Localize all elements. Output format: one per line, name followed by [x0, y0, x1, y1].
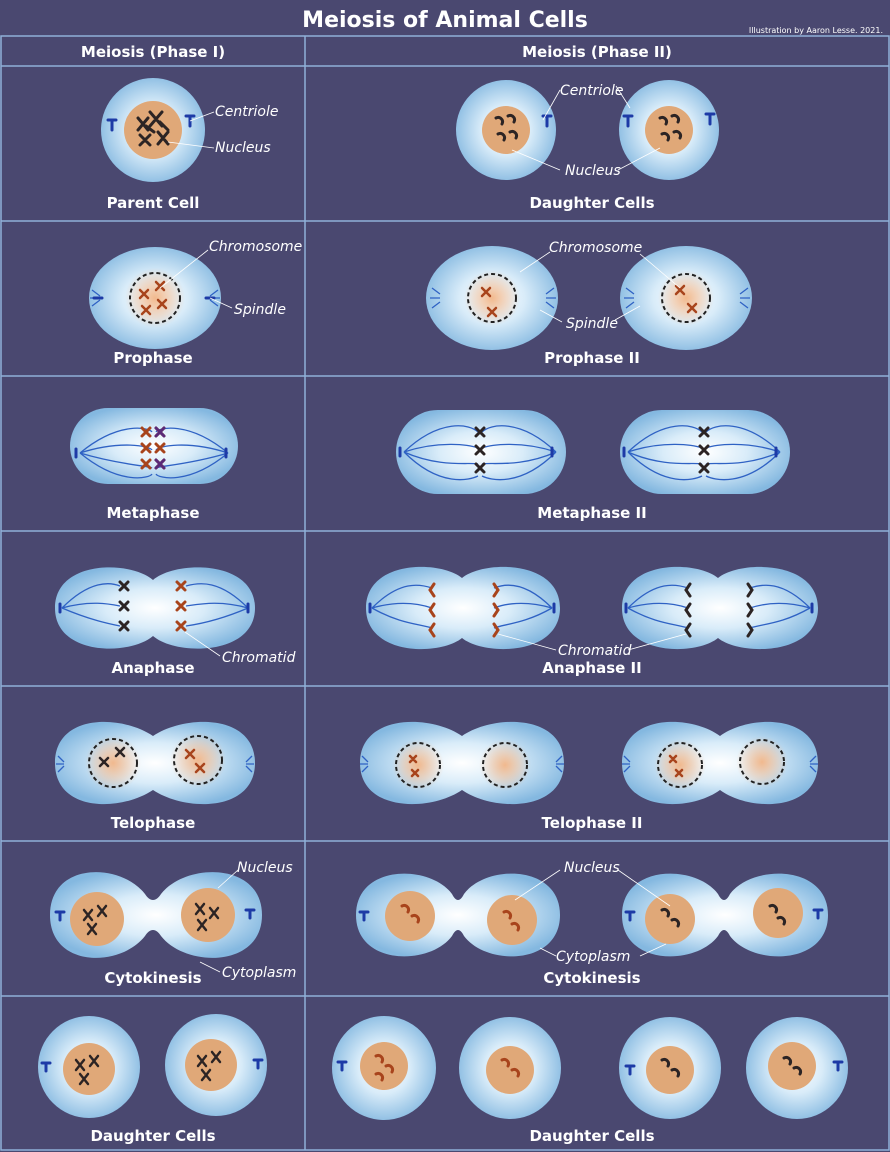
anaphase-2-cell-left [366, 566, 560, 650]
daughter-cells-phase-2 [332, 1016, 848, 1120]
callout-centriole-phase-2: Centriole [560, 83, 623, 99]
callout-chromatid-phase-1: Chromatid [222, 650, 296, 666]
stage-label-telophase: Telophase [111, 814, 196, 832]
callout-centriole-phase-1: Centriole [215, 104, 278, 120]
callout-chromosome-phase-2: Chromosome [549, 240, 642, 256]
cytokinesis-cell [50, 872, 262, 958]
column-header-phase-1: Meiosis (Phase I) [81, 43, 225, 61]
grid-lines [0, 35, 890, 1151]
parent-cell [101, 78, 205, 182]
anaphase-2-cell-right [622, 566, 818, 650]
daughter-cell-right-row1 [619, 80, 719, 180]
chromosome-cluster [136, 110, 170, 147]
stage-label-anaphase: Anaphase [111, 659, 194, 677]
metaphase-cell [70, 408, 238, 484]
illustration-credit: Illustration by Aaron Lesse. 2021. [749, 26, 883, 35]
column-header-phase-2: Meiosis (Phase II) [522, 43, 672, 61]
stage-label-parent-cell: Parent Cell [107, 194, 200, 212]
callout-spindle-phase-1: Spindle [234, 302, 286, 318]
callout-nucleus-phase-2: Nucleus [565, 163, 621, 179]
stage-label-cytokinesis: Cytokinesis [104, 969, 201, 987]
callout-chromosome-phase-1: Chromosome [209, 239, 302, 255]
callout-chromatid-phase-2: Chromatid [558, 643, 632, 659]
prophase-2-cell-left [426, 246, 558, 350]
prophase-2-cell-right [620, 246, 752, 350]
stage-label-cytokinesis-2: Cytokinesis [543, 969, 640, 987]
daughter-cells-phase-1 [38, 1014, 267, 1118]
prophase-cell [89, 247, 221, 349]
cytokinesis-2-cell-right [622, 873, 828, 957]
callout-nucleus-phase-1: Nucleus [215, 140, 271, 156]
anaphase-cell [55, 567, 255, 649]
stage-label-anaphase-2: Anaphase II [542, 659, 641, 677]
telophase-cell [55, 721, 255, 805]
stage-label-prophase: Prophase [113, 349, 192, 367]
stage-label-metaphase: Metaphase [106, 504, 199, 522]
metaphase-2-cell-right [620, 410, 790, 494]
leader-lines [159, 85, 687, 973]
stage-label-daughter-cells-top: Daughter Cells [529, 194, 654, 212]
callout-cytoplasm-phase-2: Cytoplasm [556, 949, 630, 965]
stage-label-prophase-2: Prophase II [544, 349, 640, 367]
stage-label-daughter-cells-phase-2: Daughter Cells [529, 1127, 654, 1145]
diagram-title: Meiosis of Animal Cells [302, 8, 588, 33]
telophase-2-cell-left [360, 721, 564, 805]
metaphase-2-cell-left [396, 410, 566, 494]
callout-spindle-phase-2: Spindle [566, 316, 618, 332]
stage-label-metaphase-2: Metaphase II [537, 504, 646, 522]
daughter-cell-left-row1 [456, 80, 556, 180]
stage-label-daughter-cells-phase-1: Daughter Cells [90, 1127, 215, 1145]
callout-nucleus-cytokinesis-2: Nucleus [564, 860, 620, 876]
stage-label-telophase-2: Telophase II [542, 814, 643, 832]
cytokinesis-2-cell-left [356, 873, 560, 957]
callout-cytoplasm-phase-1: Cytoplasm [222, 965, 296, 981]
callout-nucleus-cytokinesis-1: Nucleus [237, 860, 293, 876]
telophase-2-cell-right [622, 721, 818, 805]
